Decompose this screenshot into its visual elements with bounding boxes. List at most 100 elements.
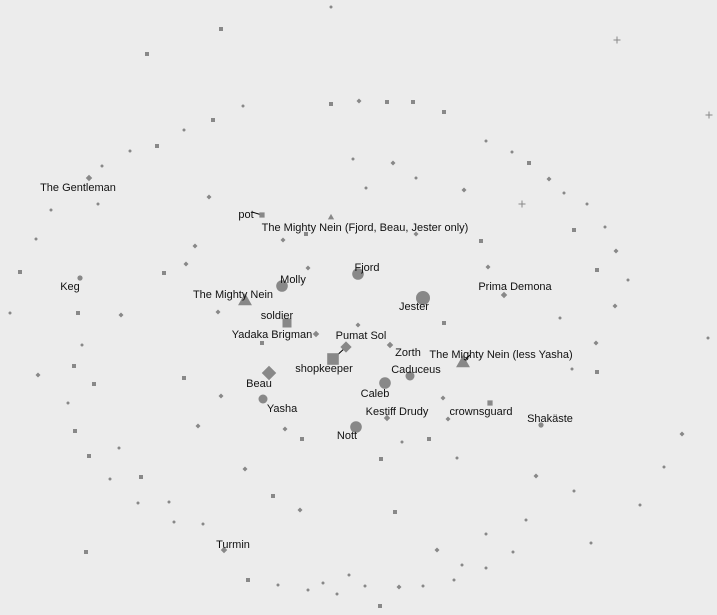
unlabeled-node [461,187,467,193]
unlabeled-node [211,118,215,122]
unlabeled-node [484,566,488,570]
node-shakaste [538,422,544,428]
unlabeled-node [195,423,201,429]
node-jester [416,291,430,305]
unlabeled-node [136,501,140,505]
node-mighty-nein [238,293,252,306]
node-zorth [386,341,394,349]
unlabeled-node [18,270,22,274]
unlabeled-node [92,382,96,386]
unlabeled-node [34,237,38,241]
unlabeled-node [484,139,488,143]
unlabeled-node [427,437,431,441]
unlabeled-node [96,202,100,206]
unlabeled-node [479,239,483,243]
node-label-the-gentleman: The Gentleman [40,182,116,194]
node-label-zorth: Zorth [395,347,421,359]
node-label-yasha: Yasha [267,403,298,415]
unlabeled-node [335,592,339,596]
node-soldier [282,318,292,328]
unlabeled-node [442,321,446,325]
unlabeled-node [533,473,539,479]
unlabeled-node [585,202,589,206]
unlabeled-node [396,584,402,590]
node-label-shakaste: Shakäste [527,413,573,425]
unlabeled-node [460,563,464,567]
node-nott [350,421,362,433]
unlabeled-node [84,550,88,554]
unlabeled-node [206,194,212,200]
node-label-turmin: Turmin [216,539,250,551]
unlabeled-node [379,457,383,461]
unlabeled-node [452,578,456,582]
unlabeled-node [276,583,280,587]
unlabeled-node [442,110,446,114]
unlabeled-node [434,547,440,553]
unlabeled-node [219,27,223,31]
node-kestiff-drudy [383,414,391,422]
unlabeled-node [76,311,80,315]
node-label-mighty-nein-less-yasha: The Mighty Nein (less Yasha) [429,349,572,361]
node-label-fjord: Fjord [354,262,379,274]
unlabeled-node [572,489,576,493]
unlabeled-node [356,98,362,104]
node-label-kestiff-drudy: Kestiff Drudy [366,406,429,418]
node-shopkeeper [327,353,339,365]
unlabeled-node [321,581,325,585]
unlabeled-node [595,370,599,374]
unlabeled-node [679,431,685,437]
unlabeled-node [411,100,415,104]
unlabeled-node [306,588,310,592]
unlabeled-node [100,164,104,168]
unlabeled-node [260,341,264,345]
unlabeled-node [705,111,713,119]
unlabeled-node [378,604,382,608]
node-the-gentleman [85,174,93,182]
unlabeled-node [558,316,562,320]
unlabeled-node [329,102,333,106]
node-label-prima-demona: Prima Demona [478,281,552,293]
node-fjord [352,268,364,280]
unlabeled-node [282,426,288,432]
unlabeled-node [215,309,221,315]
unlabeled-node [390,160,396,166]
unlabeled-node [524,518,528,522]
node-yasha [258,394,268,404]
unlabeled-node [347,573,351,577]
unlabeled-node [455,456,459,460]
node-label-soldier: soldier [261,310,294,322]
unlabeled-node [162,271,166,275]
unlabeled-node [297,507,303,513]
unlabeled-node [35,372,41,378]
node-label-pot: pot [238,209,253,221]
unlabeled-node [183,261,189,267]
unlabeled-node [440,395,446,401]
unlabeled-node [145,52,149,56]
unlabeled-node [108,477,112,481]
unlabeled-node [393,510,397,514]
node-label-caduceus: Caduceus [391,364,441,376]
unlabeled-node [8,311,12,315]
node-label-crownsguard: crownsguard [450,406,513,418]
unlabeled-node [706,336,710,340]
unlabeled-node [242,466,248,472]
unlabeled-node [80,343,84,347]
node-turmin [220,546,228,554]
unlabeled-node [167,500,171,504]
node-keg [77,275,83,281]
unlabeled-node [613,248,619,254]
unlabeled-node [305,265,311,271]
unlabeled-node [413,231,419,237]
unlabeled-node [445,416,451,422]
unlabeled-node-layer [8,5,713,608]
node-caleb [379,377,391,389]
node-prima-demona [500,291,508,299]
node-label-mighty-nein: The Mighty Nein [193,289,273,301]
node-label-shopkeeper: shopkeeper [295,363,353,375]
unlabeled-node [118,312,124,318]
unlabeled-node [485,264,491,270]
unlabeled-node [570,367,574,371]
node-label-pumat-sol: Pumat Sol [336,330,387,342]
unlabeled-node [155,144,159,148]
